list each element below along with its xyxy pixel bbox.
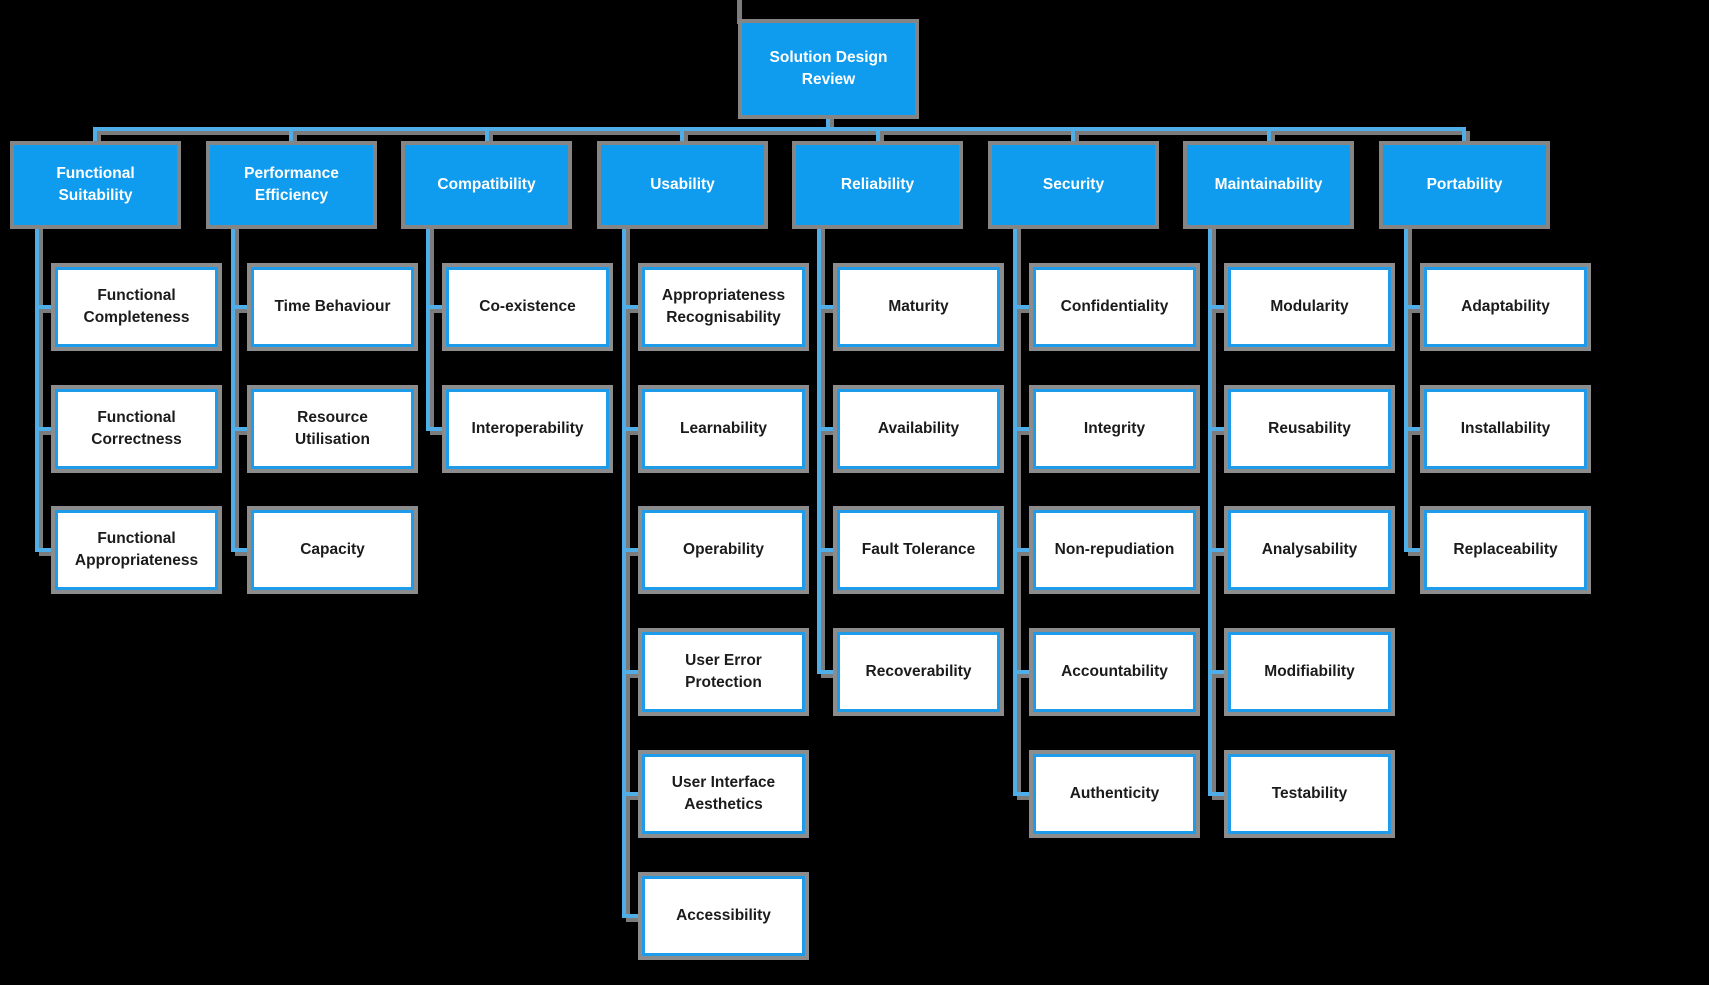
connector-stub (817, 670, 839, 674)
node-usability: Usability (601, 145, 764, 225)
node-operability: Operability (642, 510, 805, 590)
node-maintainability: Maintainability (1187, 145, 1350, 225)
node-installability: Installability (1424, 389, 1587, 469)
node-accountability: Accountability (1033, 632, 1196, 712)
connector-stub (622, 792, 644, 796)
connector-stub (35, 427, 57, 431)
connector-stub (485, 131, 489, 145)
connector-stub (1267, 131, 1271, 145)
connector-stub (1013, 792, 1035, 796)
connector-stub (1071, 131, 1075, 145)
connector-stub (93, 131, 97, 145)
connector-stub (1208, 305, 1230, 309)
connector-stub (622, 305, 644, 309)
connector-stub (1404, 427, 1426, 431)
trunk-maintainability (1208, 225, 1212, 794)
node-portability: Portability (1383, 145, 1546, 225)
connector-stub (1208, 548, 1230, 552)
connector-stub (817, 548, 839, 552)
connector-stub (289, 131, 293, 145)
node-functional-correctness: Functional Correctness (55, 389, 218, 469)
connector-stub (35, 305, 57, 309)
node-functional-completeness: Functional Completeness (55, 267, 218, 347)
connector-stub (231, 548, 253, 552)
node-accessibility: Accessibility (642, 876, 805, 956)
node-confidentiality: Confidentiality (1033, 267, 1196, 347)
node-availability: Availability (837, 389, 1000, 469)
node-user-error-protection: User Error Protection (642, 632, 805, 712)
connector-stub (817, 305, 839, 309)
connector-stub (1013, 548, 1035, 552)
trunk-portability (1404, 225, 1408, 550)
connector-stub (1462, 131, 1466, 145)
node-analysability: Analysability (1228, 510, 1391, 590)
connector-stub (680, 131, 684, 145)
node-replaceability: Replaceability (1424, 510, 1587, 590)
connector-stub (35, 548, 57, 552)
trunk-performance-efficiency (231, 225, 235, 550)
node-appropriateness-recognisability: Appropriateness Recognisability (642, 267, 805, 347)
node-reliability: Reliability (796, 145, 959, 225)
node-resource-utilisation: Resource Utilisation (251, 389, 414, 469)
node-testability: Testability (1228, 754, 1391, 834)
trunk-security (1013, 225, 1017, 794)
trunk-compatibility (426, 225, 430, 429)
connector-stub (1013, 305, 1035, 309)
node-recoverability: Recoverability (837, 632, 1000, 712)
node-learnability: Learnability (642, 389, 805, 469)
connector-stub (426, 305, 448, 309)
node-reusability: Reusability (1228, 389, 1391, 469)
node-fault-tolerance: Fault Tolerance (837, 510, 1000, 590)
node-modularity: Modularity (1228, 267, 1391, 347)
connector-root-top-stub (737, 0, 742, 24)
node-interoperability: Interoperability (446, 389, 609, 469)
node-authenticity: Authenticity (1033, 754, 1196, 834)
connector-stub (876, 131, 880, 145)
connector-stub (1208, 427, 1230, 431)
connector-stub (622, 914, 644, 918)
connector-rail (93, 127, 1466, 131)
connector-stub (817, 427, 839, 431)
node-non-repudiation: Non-repudiation (1033, 510, 1196, 590)
node-functional-suitability: Functional Suitability (14, 145, 177, 225)
node-performance-efficiency: Performance Efficiency (210, 145, 373, 225)
connector-root-stub (826, 115, 830, 131)
node-capacity: Capacity (251, 510, 414, 590)
connector-stub (231, 427, 253, 431)
trunk-reliability (817, 225, 821, 672)
connector-stub (622, 670, 644, 674)
connector-stub (622, 548, 644, 552)
node-maturity: Maturity (837, 267, 1000, 347)
node-adaptability: Adaptability (1424, 267, 1587, 347)
node-modifiability: Modifiability (1228, 632, 1391, 712)
connector-stub (1013, 427, 1035, 431)
trunk-functional-suitability (35, 225, 39, 550)
connector-stub (1013, 670, 1035, 674)
trunk-usability (622, 225, 626, 916)
node-compatibility: Compatibility (405, 145, 568, 225)
connector-stub (622, 427, 644, 431)
connector-stub (1404, 305, 1426, 309)
node-user-interface-aesthetics: User Interface Aesthetics (642, 754, 805, 834)
node-time-behaviour: Time Behaviour (251, 267, 414, 347)
connector-stub (231, 305, 253, 309)
connector-stub (1208, 670, 1230, 674)
node-security: Security (992, 145, 1155, 225)
connector-stub (426, 427, 448, 431)
connector-stub (1208, 792, 1230, 796)
node-co-existence: Co-existence (446, 267, 609, 347)
node-functional-appropriateness: Functional Appropriateness (55, 510, 218, 590)
node-solution-design-review: Solution Design Review (742, 23, 915, 115)
node-integrity: Integrity (1033, 389, 1196, 469)
connector-stub (1404, 548, 1426, 552)
